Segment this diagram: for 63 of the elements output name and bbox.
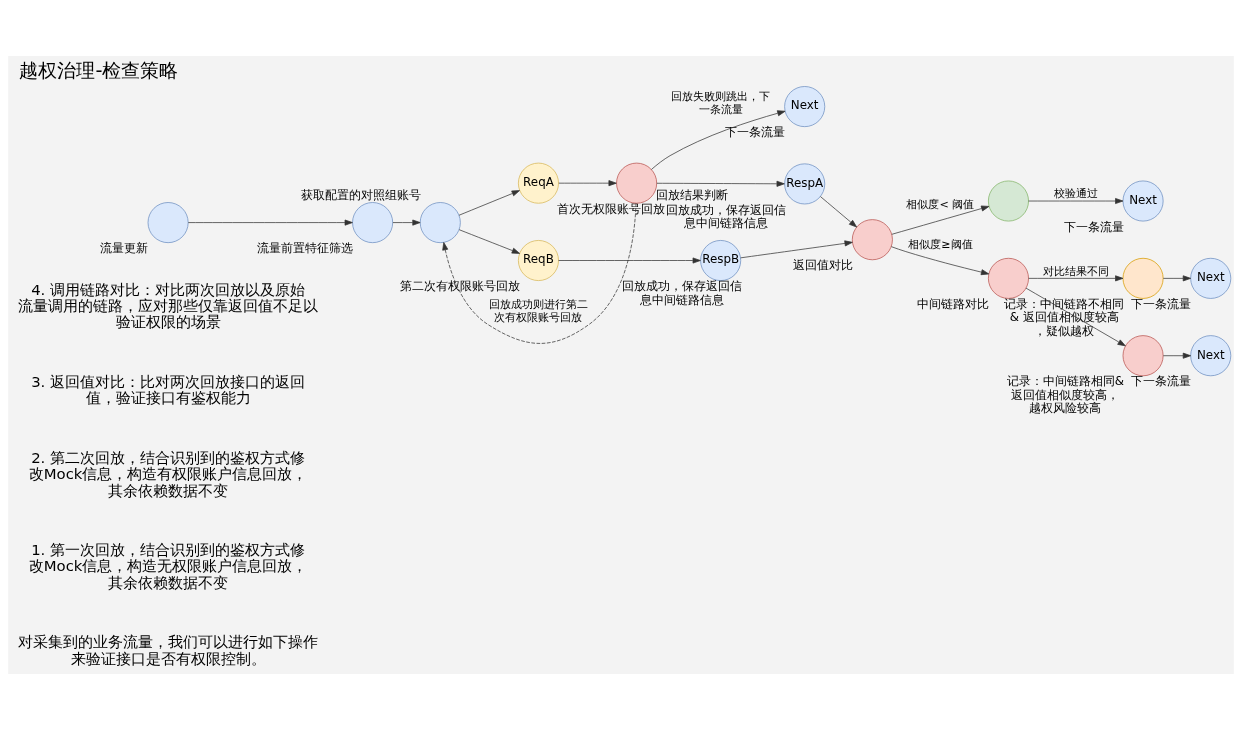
- node-label: 返回值对比: [792, 258, 853, 273]
- node-label: 流量更新: [100, 241, 149, 256]
- arrow: [558, 180, 617, 187]
- node-label: 首次无权限账号回放: [557, 201, 666, 216]
- arrow: [656, 180, 785, 187]
- node-label: 记录：中间链路不相同& 返回值相似度较高，疑似越权: [1004, 296, 1125, 338]
- node-circle: [851, 219, 893, 261]
- arrow: [1028, 275, 1124, 282]
- arrow: [820, 196, 858, 228]
- label: 对采集到的业务流量，我们可以进行如下操作来验证接口是否有权限控制。: [18, 633, 319, 668]
- arrow: [740, 240, 853, 259]
- node-circle: [419, 202, 461, 244]
- node-label: 中间链路对比: [917, 296, 990, 311]
- node-circle: Next: [784, 86, 826, 128]
- node-label: 下一条流量: [1131, 374, 1192, 389]
- arrow: [1162, 275, 1191, 282]
- node-circle: Next: [1122, 180, 1164, 222]
- arrow: [458, 229, 520, 254]
- label: 2. 第二次回放，结合识别到的鉴权方式修改Mock信息，构造有权限账户信息回放，其余依赖数据不变: [28, 448, 308, 500]
- label: 1. 第一次回放，结合识别到的鉴权方式修改Mock信息，构造无权限账户信息回放，其余依赖数据不变: [28, 541, 308, 592]
- node-label: 回放结果判断: [656, 188, 729, 203]
- arrow: [891, 205, 990, 235]
- arrow: [558, 257, 701, 264]
- edge-label: 回放成功则进行第二次有权限账号回放: [488, 298, 588, 324]
- node-circle: [988, 180, 1029, 222]
- arrow: [1025, 287, 1126, 347]
- arrow: [651, 110, 786, 170]
- node-circle: RespA: [784, 163, 826, 205]
- label: 4. 调用链路对比：对比两次回放以及原始流量调用的链路，应对那些仅靠返回值不足以验证权限的场景: [18, 280, 319, 332]
- node-circle: RespB: [700, 240, 742, 281]
- node-label: 下一条流量: [725, 125, 786, 140]
- node-circle: Next: [1190, 335, 1232, 377]
- arrow: [458, 190, 520, 216]
- arrow: [187, 219, 353, 226]
- edge-label: 相似度< 阈值: [906, 197, 975, 211]
- label: 3. 返回值对比：比对两次回放接口的返回值，验证接口有鉴权能力: [31, 372, 306, 408]
- node-circle: [1122, 257, 1164, 299]
- node-label: 回放成功，保存返回信息中间链路信息: [665, 202, 786, 230]
- node-circle: ReqB: [518, 240, 559, 281]
- arrow: [392, 219, 421, 226]
- node-circle: [988, 257, 1029, 299]
- diagram-title: 越权治理-检查策略: [19, 59, 179, 83]
- node-circle: ReqA: [518, 162, 559, 204]
- node-circle: [616, 162, 658, 204]
- node-label: 流量前置特征筛选: [257, 241, 354, 256]
- arrow: [442, 202, 637, 344]
- node-label: 第二次有权限账号回放: [399, 279, 520, 294]
- arrow: [1028, 198, 1124, 204]
- node-circle: Next: [1190, 257, 1232, 299]
- node-label: 下一条流量: [1063, 219, 1124, 234]
- node-label: 获取配置的对照组账号: [301, 187, 422, 202]
- edge-label: 对比结果不同: [1042, 264, 1109, 278]
- node-circle: [147, 202, 189, 244]
- node-label: 回放成功，保存返回信息中间链路信息: [621, 279, 742, 307]
- node-label: 记录：中间链路相同& 返回值相似度较高，越权风险较高: [1006, 374, 1124, 416]
- node-label: 下一条流量: [1131, 296, 1192, 311]
- edge-label: 相似度≥阈值: [908, 237, 973, 251]
- edge-label: 回放失败则跳出，下一条流量: [671, 89, 771, 116]
- arrow: [891, 246, 990, 276]
- arrow: [1162, 352, 1191, 359]
- node-circle: [1122, 335, 1164, 377]
- node-circle: [352, 202, 394, 244]
- edge-label: 校验通过: [1053, 187, 1098, 201]
